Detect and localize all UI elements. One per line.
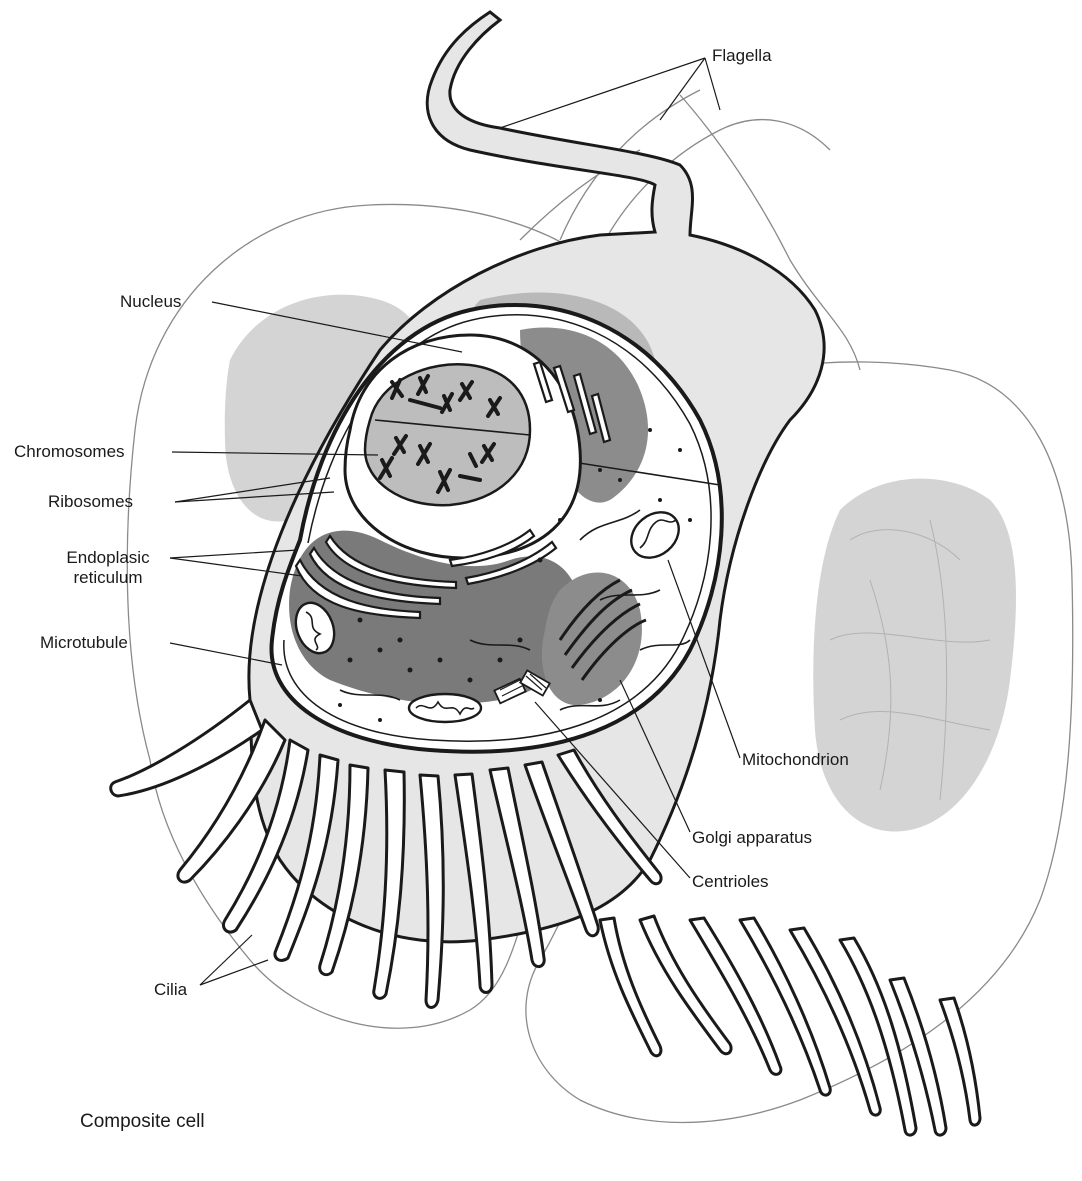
label-golgi-apparatus: Golgi apparatus [692, 828, 812, 848]
leader-cilia-2 [200, 960, 268, 985]
label-ribosomes: Ribosomes [48, 492, 133, 512]
label-endoplasmic-reticulum: Endoplasic reticulum [44, 548, 172, 588]
label-cilia: Cilia [154, 980, 187, 1000]
caption: Composite cell [80, 1112, 205, 1132]
background-nucleus-right [813, 479, 1016, 832]
label-nucleus: Nucleus [120, 292, 181, 312]
leader-flagella-1 [500, 58, 705, 128]
label-mitochondrion: Mitochondrion [742, 750, 849, 770]
label-flagella: Flagella [712, 46, 772, 66]
label-centrioles: Centrioles [692, 872, 769, 892]
leader-flagella-2 [660, 58, 705, 120]
leader-cilia-1 [200, 935, 252, 985]
label-chromosomes: Chromosomes [14, 442, 125, 462]
label-microtubule: Microtubule [40, 633, 128, 653]
